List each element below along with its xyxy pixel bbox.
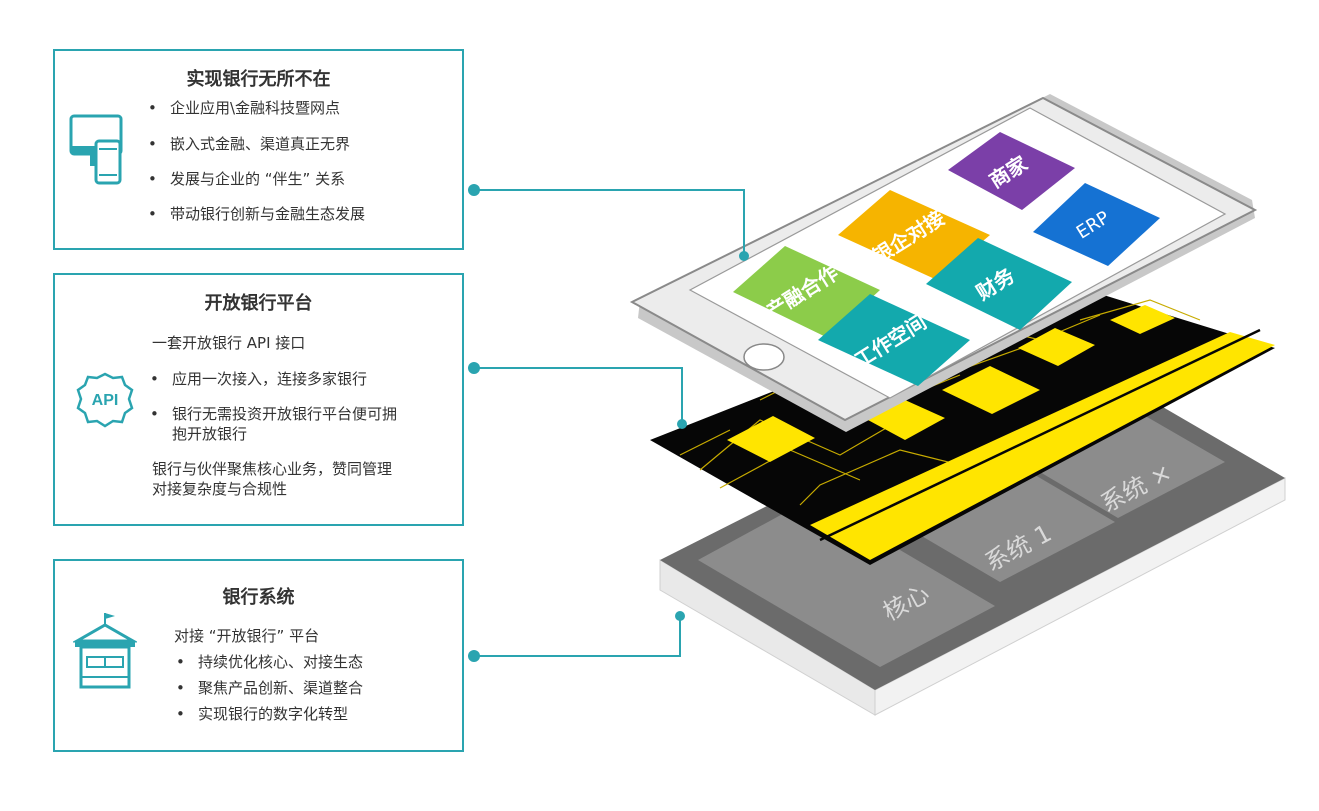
panel-open-banking-platform: 开放银行平台 API 一套开放银行 API 接口 应用一次接入，连接多家银行 银…: [53, 273, 464, 526]
panel-title: 开放银行平台: [204, 293, 313, 314]
panel-bank-system: 银行系统 对接 “开放银行” 平台 持续优化核心、对接生态 聚焦产品创新、渠道整…: [53, 559, 464, 752]
api-gear-icon: API: [76, 372, 134, 428]
bank-building-icon: [73, 613, 137, 689]
bullet-item: 带动银行创新与金融生态发展: [148, 203, 365, 225]
platform-footer: 对接复杂度与合规性: [152, 480, 288, 498]
tile-merchant: 商家: [948, 132, 1075, 210]
bullet-item: 企业应用\金融科技暨网点: [148, 97, 340, 119]
tile-erp: ERP: [1033, 183, 1160, 266]
phone-device: 商家 银企对接 ERP 产融合作 财务 工作空间: [629, 94, 1258, 432]
platform-intro: 一套开放银行 API 接口: [152, 334, 306, 352]
bullet-item: 应用一次接入，连接多家银行: [150, 368, 367, 390]
phone-home-button: [743, 343, 785, 371]
bank-systems-slab: 核心 系统 1 系统 ×: [659, 353, 1286, 716]
system-intro: 对接 “开放银行” 平台: [174, 627, 320, 645]
bullet-item: 银行无需投资开放银行平台便可拥: [150, 403, 397, 425]
bullet-item: 嵌入式金融、渠道真正无界: [148, 133, 350, 155]
tile-industry-finance: 产融合作: [733, 246, 880, 338]
panel-ubiquitous-banking: 实现银行无所不在 企业应用\金融科技暨网点 嵌入式金融、渠道真正无界 发展与企业…: [53, 49, 464, 250]
tile-workspace: 工作空间: [818, 294, 970, 386]
panel-title: 银行系统: [222, 587, 295, 608]
devices-icon: [69, 114, 123, 185]
bullet-item: 发展与企业的 “伴生” 关系: [148, 168, 345, 190]
bullet-continuation: 抱开放银行: [172, 425, 248, 443]
tile-finance: 财务: [926, 238, 1072, 330]
bullet-item: 实现银行的数字化转型: [176, 703, 348, 725]
bullet-item: 聚焦产品创新、渠道整合: [176, 677, 363, 699]
panel-title: 实现银行无所不在: [186, 69, 331, 90]
platform-footer: 银行与伙伴聚焦核心业务，赞同管理: [152, 460, 393, 478]
tile-bank-enterprise: 银企对接: [838, 190, 990, 280]
bullet-item: 持续优化核心、对接生态: [176, 651, 363, 673]
api-label: API: [92, 392, 119, 409]
